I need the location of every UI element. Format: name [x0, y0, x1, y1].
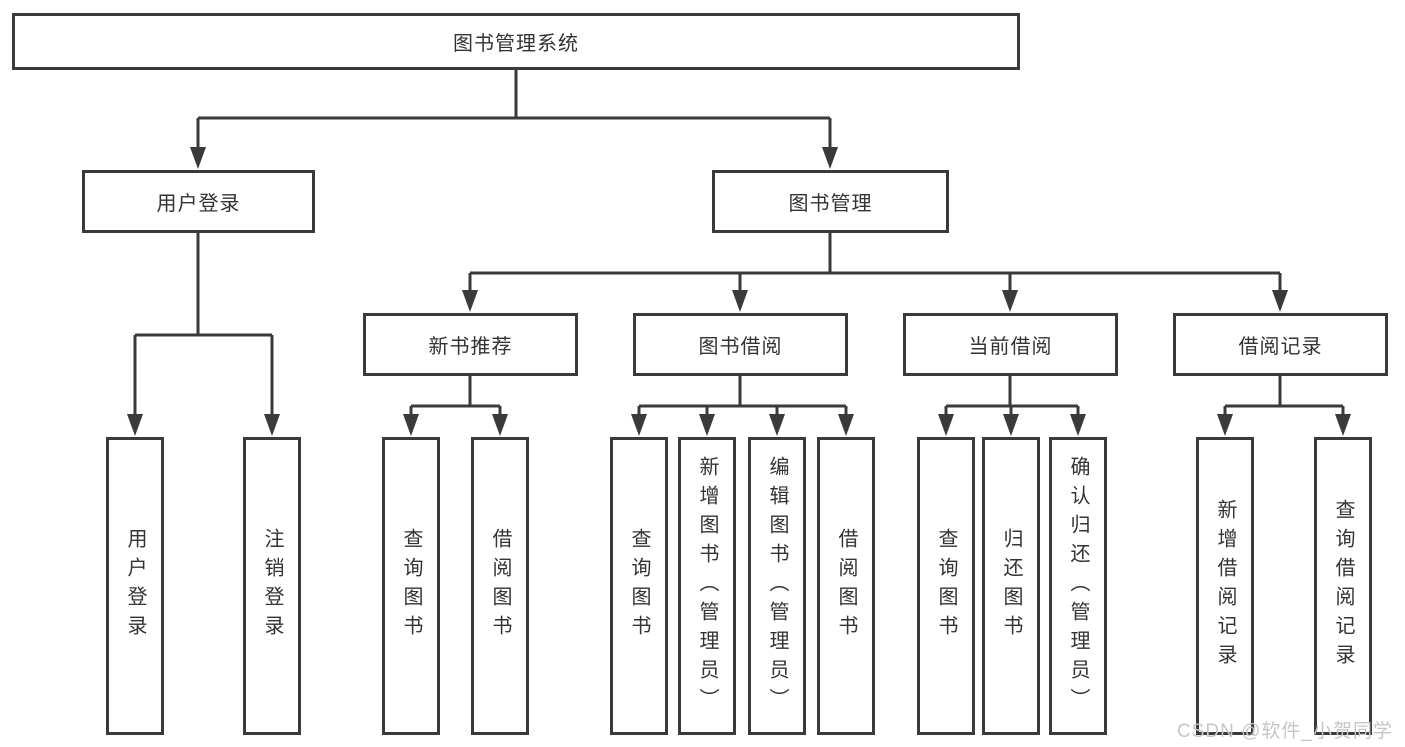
arrow-down-icon: [403, 414, 419, 436]
connector-new-book-to-leaves: [409, 376, 502, 420]
connector-borrow-record-to-leaves: [1223, 376, 1345, 420]
leaf-label: 查询借阅记录: [1332, 499, 1354, 673]
arrow-down-icon: [462, 290, 478, 312]
leaf-borrow-books: 借阅图书: [471, 437, 529, 735]
csdn-watermark: CSDN @软件_小贺同学: [1177, 721, 1393, 742]
leaf-add-borrow-record: 新增借阅记录: [1196, 437, 1254, 735]
leaf-label: 查询图书: [935, 528, 957, 644]
leaf-query-borrow-record: 查询借阅记录: [1314, 437, 1372, 735]
node-label: 当前借阅: [968, 336, 1053, 358]
connector-book-borrow-to-leaves: [637, 376, 848, 420]
node-library-management-system: 图书管理系统: [12, 13, 1020, 70]
arrow-down-icon: [1272, 290, 1288, 312]
leaf-label: 编辑图书（管理员）: [766, 455, 788, 717]
arrow-down-icon: [1335, 414, 1351, 436]
connector-book-mgmt-to-level3: [468, 233, 1282, 298]
arrow-down-icon: [264, 414, 280, 436]
connector-user-login-to-leaves: [133, 233, 274, 420]
leaf-label: 注销登录: [261, 528, 283, 644]
leaf-label: 查询图书: [400, 528, 422, 644]
node-label: 借阅记录: [1238, 336, 1323, 358]
leaf-label: 查询图书: [628, 528, 650, 644]
leaf-borrow-books: 借阅图书: [817, 437, 875, 735]
connector-root-to-level2: [196, 70, 832, 152]
arrow-down-icon: [1070, 414, 1086, 436]
node-borrow-records: 借阅记录: [1173, 313, 1388, 376]
leaf-confirm-return-admin: 确认归还（管理员）: [1049, 437, 1107, 735]
arrow-down-icon: [732, 290, 748, 312]
arrow-down-icon: [1217, 414, 1233, 436]
arrow-down-icon: [492, 414, 508, 436]
arrow-down-icons: [127, 147, 1351, 436]
node-label: 用户登录: [156, 193, 241, 215]
leaf-add-books-admin: 新增图书（管理员）: [678, 437, 736, 735]
leaf-label: 确认归还（管理员）: [1067, 455, 1089, 717]
connector-current-borrow-to-leaves: [944, 376, 1080, 420]
leaf-query-books: 查询图书: [382, 437, 440, 735]
node-new-book-recommend: 新书推荐: [363, 313, 578, 376]
leaf-label: 用户登录: [124, 528, 146, 644]
node-user-login: 用户登录: [82, 170, 315, 233]
arrow-down-icon: [190, 147, 206, 169]
leaf-label: 新增借阅记录: [1214, 499, 1236, 673]
leaf-query-books: 查询图书: [917, 437, 975, 735]
arrow-down-icon: [127, 414, 143, 436]
node-book-management: 图书管理: [712, 170, 949, 233]
node-book-borrowing: 图书借阅: [633, 313, 848, 376]
arrow-down-icon: [769, 414, 785, 436]
arrow-down-icon: [1002, 290, 1018, 312]
arrow-down-icon: [838, 414, 854, 436]
arrow-down-icon: [938, 414, 954, 436]
node-label: 图书借阅: [698, 336, 783, 358]
leaf-label: 新增图书（管理员）: [696, 455, 718, 717]
node-current-borrowing: 当前借阅: [903, 313, 1118, 376]
arrow-down-icon: [631, 414, 647, 436]
leaf-label: 归还图书: [1000, 528, 1022, 644]
leaf-user-login: 用户登录: [106, 437, 164, 735]
arrow-down-icon: [699, 414, 715, 436]
leaf-query-books: 查询图书: [610, 437, 668, 735]
leaf-logout: 注销登录: [243, 437, 301, 735]
leaf-edit-books-admin: 编辑图书（管理员）: [748, 437, 806, 735]
arrow-down-icon: [1003, 414, 1019, 436]
node-label: 新书推荐: [428, 336, 513, 358]
leaf-label: 借阅图书: [489, 528, 511, 644]
node-label: 图书管理系统: [453, 33, 579, 55]
node-label: 图书管理: [788, 193, 873, 215]
arrow-down-icon: [822, 147, 838, 169]
leaf-label: 借阅图书: [835, 528, 857, 644]
leaf-return-books: 归还图书: [982, 437, 1040, 735]
